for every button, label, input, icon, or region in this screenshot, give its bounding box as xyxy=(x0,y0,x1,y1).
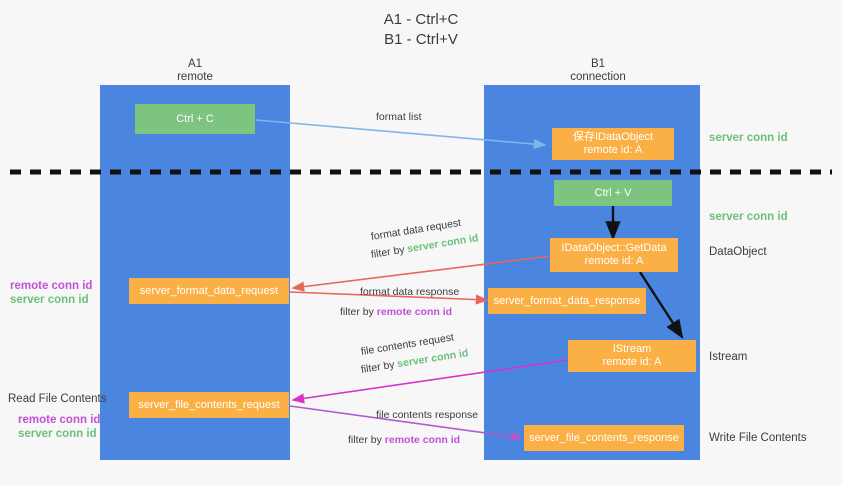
box-idataobject-getdata-line1: IDataObject::GetData xyxy=(561,242,667,254)
title-line-2: B1 - Ctrl+V xyxy=(384,31,458,48)
box-server-file-contents-request[interactable]: server_file_contents_request xyxy=(129,392,289,418)
box-idataobject-getdata-line2: remote id: A xyxy=(584,255,644,267)
box-ctrl-c[interactable]: Ctrl + C xyxy=(135,104,255,134)
box-istream-line2: remote id: A xyxy=(602,356,662,368)
box-idataobject-getdata[interactable]: IDataObject::GetData remote id: A xyxy=(550,238,678,272)
annotation-dataobject: DataObject xyxy=(709,246,767,258)
box-ctrl-v[interactable]: Ctrl + V xyxy=(554,180,672,206)
box-istream[interactable]: IStream remote id: A xyxy=(568,340,696,372)
page-title: A1 - Ctrl+C B1 - Ctrl+V xyxy=(0,10,842,50)
box-server-format-data-request-label: server_format_data_request xyxy=(139,284,279,297)
lane-header-b1-name: B1 xyxy=(590,58,606,70)
annotation-remote-conn-id-mid: remote conn id xyxy=(10,280,93,292)
annotation-read-file-contents: Read File Contents xyxy=(8,393,107,405)
box-server-file-contents-response[interactable]: server_file_contents_response xyxy=(524,425,684,451)
edge-label-file-contents-response: file contents response xyxy=(376,409,479,421)
edge-label-format-list: format list xyxy=(376,111,422,123)
box-save-dataobject-line2: remote id: A xyxy=(583,144,643,156)
box-server-format-data-response-label: server_format_data_response xyxy=(493,294,641,307)
box-server-format-data-request[interactable]: server_format_data_request xyxy=(129,278,289,304)
annotation-write-file-contents: Write File Contents xyxy=(709,432,807,444)
annotation-server-conn-id-top: server conn id xyxy=(709,132,788,144)
lane-header-b1-role: connection xyxy=(570,71,626,83)
annotation-server-conn-id-bottom: server conn id xyxy=(18,428,97,440)
filter-value-remote-conn-id: remote conn id xyxy=(376,306,453,318)
box-save-dataobject[interactable]: 保存IDataObject remote id: A xyxy=(552,128,674,160)
box-server-file-contents-request-label: server_file_contents_request xyxy=(138,398,280,411)
box-ctrl-c-label: Ctrl + C xyxy=(176,112,214,125)
edge-label-format-data-response-filter: filter by remote conn id xyxy=(340,306,453,318)
lane-header-a1: A1 remote xyxy=(115,58,275,84)
annotation-remote-conn-id-bottom: remote conn id xyxy=(18,414,101,426)
title-line-1: A1 - Ctrl+C xyxy=(383,11,459,28)
edge-label-file-contents-response-filter: filter by remote conn id xyxy=(348,434,461,446)
annotation-istream: Istream xyxy=(709,351,748,363)
lane-header-b1: B1 connection xyxy=(518,58,678,84)
box-istream-line1: IStream xyxy=(612,343,652,355)
lane-header-a1-name: A1 xyxy=(187,58,203,70)
box-save-dataobject-line1: 保存IDataObject xyxy=(572,131,654,143)
box-server-format-data-response[interactable]: server_format_data_response xyxy=(488,288,646,314)
lane-header-a1-role: remote xyxy=(177,71,213,83)
filter-value-remote-conn-id-2: remote conn id xyxy=(384,434,461,446)
box-server-file-contents-response-label: server_file_contents_response xyxy=(529,431,679,444)
box-ctrl-v-label: Ctrl + V xyxy=(594,186,632,199)
edge-label-format-data-response: format data response xyxy=(360,286,460,298)
annotation-server-conn-id-mid: server conn id xyxy=(709,211,788,223)
annotation-server-conn-id-left-mid: server conn id xyxy=(10,294,89,306)
